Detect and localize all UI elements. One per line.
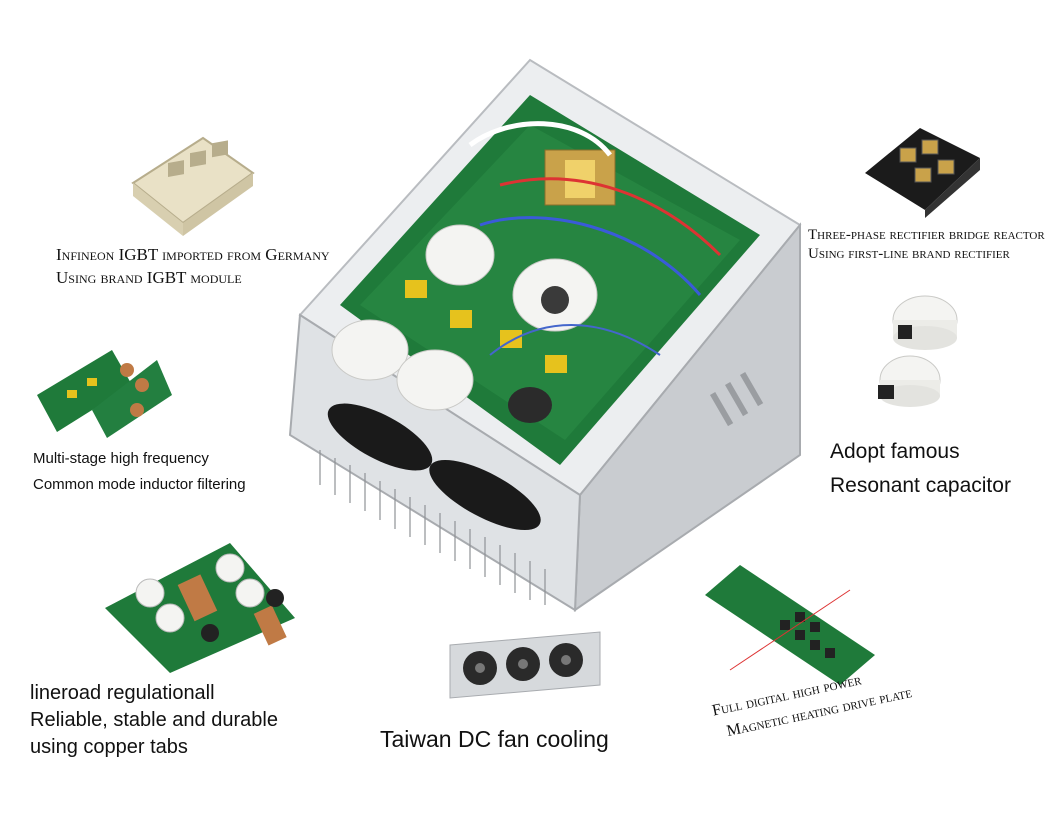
rectifier-caption-line1: Three-phase rectifier bridge reactor: [808, 227, 1045, 243]
main-induction-heater-unit: [288, 58, 802, 612]
capacitor-caption-line2: Resonant capacitor: [830, 473, 1011, 497]
rectifier-bridge-image: [865, 128, 980, 218]
resonant-capacitor-image: [878, 295, 958, 407]
inductor-filter-board-image: [37, 350, 172, 438]
igbt-caption-line2: Using brand IGBT module: [56, 267, 242, 287]
fan-caption-line1: Taiwan DC fan cooling: [380, 726, 609, 752]
copper-caption-line2: Reliable, stable and durable: [30, 709, 278, 731]
igbt-caption-line1: Infineon IGBT imported from Germany: [56, 245, 330, 264]
capacitor-caption-line1: Adopt famous: [830, 440, 960, 463]
inductor-caption: Multi-stage high frequency Common mode i…: [33, 446, 246, 499]
rectifier-caption-line2: Using first-line brand rectifier: [808, 245, 1010, 262]
igbt-caption: Infineon IGBT imported from Germany Usin…: [56, 244, 330, 290]
fan-caption: Taiwan DC fan cooling: [380, 724, 609, 755]
copper-caption-line1: lineroad regulationall: [30, 682, 215, 704]
igbt-module-image: [131, 136, 255, 236]
inductor-caption-line1: Multi-stage high frequency: [33, 450, 209, 467]
copper-caption-line3: using copper tabs: [30, 736, 188, 758]
capacitor-caption: Adopt famous Resonant capacitor: [830, 435, 1011, 502]
copper-tab-assembly-image: [105, 543, 295, 673]
inductor-caption-line2: Common mode inductor filtering: [33, 476, 246, 494]
copper-caption: lineroad regulationall Reliable, stable …: [30, 680, 278, 761]
drive-plate-pcb-image: [705, 565, 875, 685]
dc-fan-panel-image: [449, 631, 601, 699]
rectifier-caption: Three-phase rectifier bridge reactor Usi…: [808, 226, 1045, 264]
